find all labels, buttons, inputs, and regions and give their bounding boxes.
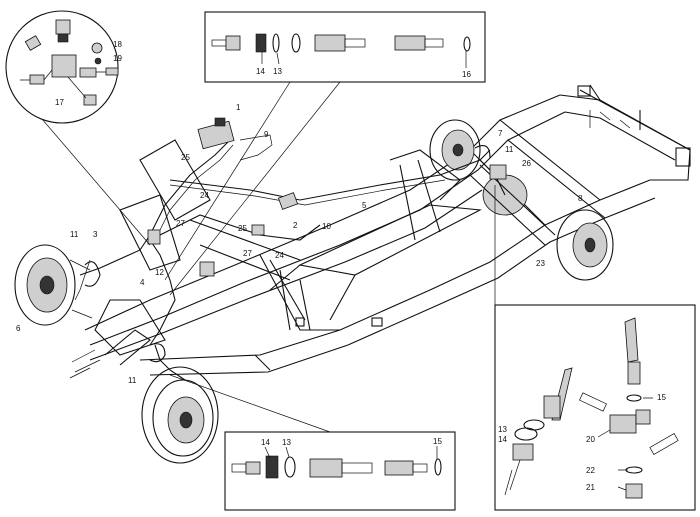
- inset-tee-connector: [5, 10, 119, 124]
- callout-4: 4: [140, 278, 145, 287]
- callout-11c: 11: [128, 376, 137, 385]
- callout-21: 21: [586, 483, 595, 492]
- master-cylinder: [197, 117, 235, 150]
- inset-tee-assembly-exploded: [494, 304, 696, 511]
- brake-pipes: [74, 134, 506, 381]
- inset-pipe-fittings-top: [204, 11, 486, 83]
- three-way-connector: [147, 164, 507, 277]
- callout-10: 10: [322, 222, 331, 231]
- callout-14c: 14: [498, 435, 507, 444]
- rear-axle-differential: [469, 164, 556, 246]
- flexible-hoses: [84, 145, 491, 363]
- callout-9: 9: [264, 130, 269, 139]
- callout-7: 7: [498, 129, 503, 138]
- callout-18: 18: [113, 40, 122, 49]
- callout-27: 27: [176, 219, 185, 228]
- callout-3: 3: [93, 230, 98, 239]
- callout-1: 1: [236, 103, 241, 112]
- callout-23: 23: [536, 259, 545, 268]
- callout-27b: 27: [243, 249, 252, 258]
- callout-8: 8: [578, 194, 583, 203]
- callout-15a: 15: [433, 437, 442, 446]
- callout-20: 20: [586, 435, 595, 444]
- callout-5: 5: [362, 201, 367, 210]
- rear-left-brake-drum: [429, 119, 481, 181]
- callout-14b: 14: [261, 438, 270, 447]
- callout-25: 25: [181, 153, 190, 162]
- front-right-brake-drum: [141, 366, 219, 464]
- front-left-brake-drum: [14, 244, 93, 326]
- callout-12: 12: [155, 268, 164, 277]
- inset-pipe-fittings-bottom: [224, 431, 456, 511]
- callout-13c: 13: [498, 425, 507, 434]
- callout-6: 6: [16, 324, 21, 333]
- callout-14a: 14: [256, 67, 265, 76]
- callout-19: 19: [113, 54, 122, 63]
- callout-13b: 13: [282, 438, 291, 447]
- callout-labels: 1 9 25 24 27 5 2 10 25 27 24 12 11 3 4 6…: [16, 40, 666, 492]
- callout-26: 26: [522, 159, 531, 168]
- callout-11b: 11: [505, 145, 514, 154]
- callout-24: 24: [200, 191, 209, 200]
- callout-13a: 13: [273, 67, 282, 76]
- callout-24b: 24: [275, 251, 284, 260]
- callout-17: 17: [55, 98, 64, 107]
- leader-lines: [29, 81, 496, 433]
- callout-15b: 15: [657, 393, 666, 402]
- callout-2: 2: [293, 221, 298, 230]
- callout-11a: 11: [70, 230, 79, 239]
- callout-22: 22: [586, 466, 595, 475]
- callout-25b: 25: [238, 224, 247, 233]
- callout-16a: 16: [462, 70, 471, 79]
- rear-right-brake-drum: [556, 209, 614, 281]
